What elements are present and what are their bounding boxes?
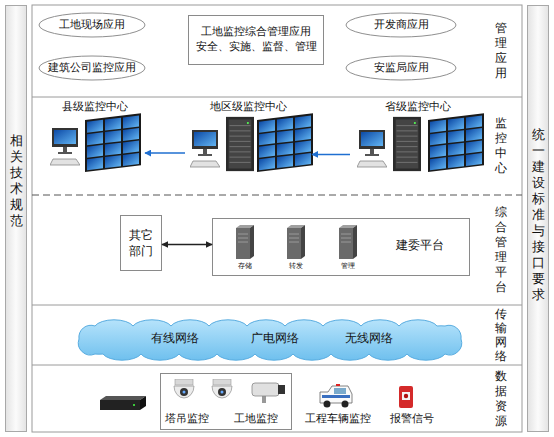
vehicle-icon	[320, 384, 352, 408]
monitor-wall	[257, 113, 313, 172]
layer-band: 传输网络 有线网络 广电网络 无线网络	[32, 305, 522, 365]
node-text: 开发商应用	[374, 18, 429, 33]
node-text: 相关技术规范	[9, 133, 23, 229]
node-text: 工地现场应用	[59, 18, 125, 33]
server-icon	[339, 225, 357, 259]
pc-icon	[357, 130, 387, 167]
rack-icon	[226, 117, 254, 171]
app-box: 工地监控综合管理应用安全、实施、监督、管理	[188, 15, 324, 65]
node-text: 省级监控中心	[350, 100, 485, 113]
app-ellipse: 工地现场应用	[38, 12, 146, 38]
layer-separator	[32, 365, 522, 366]
node-text: 管理应用	[494, 21, 507, 81]
alarm-icon	[399, 386, 413, 408]
flow-arrow	[162, 244, 212, 246]
node-text: 地区级监控中心	[185, 100, 312, 113]
dome-camera-icon	[212, 379, 232, 398]
flow-arrow	[312, 154, 350, 156]
node-text: 综合管理平台	[494, 205, 507, 295]
node-text: 建委平台	[396, 238, 444, 252]
layer-separator	[32, 305, 522, 306]
dept-box: 其它部门	[120, 215, 162, 271]
layer-band: 综合管理平台 其它部门 建委平台	[32, 195, 522, 305]
icon-caption: 转发	[289, 261, 303, 271]
ellipse-outline	[39, 56, 145, 80]
monitor-center: 地区级监控中心	[185, 100, 312, 180]
side-bar: 统一建设标准与接口要求	[527, 5, 549, 432]
node-text: 数据资源	[494, 369, 507, 429]
pc-icon	[50, 128, 80, 165]
ellipse-outline	[346, 56, 456, 80]
server-icon	[236, 225, 254, 259]
server-icon	[287, 225, 305, 259]
icon-caption: 报警信号	[390, 411, 434, 426]
app-ellipse: 开发商应用	[345, 12, 457, 38]
layer-separator	[32, 97, 522, 98]
flow-arrow	[145, 152, 185, 154]
layer-band: 管理应用 工地现场应用 工地监控综合管理应用安全、实施、监督、管理 开发商应用建筑公司…	[32, 5, 522, 97]
node-text: 其它部门	[128, 227, 154, 259]
bullet-camera-icon	[252, 383, 285, 403]
pc-icon	[190, 130, 220, 167]
dvr-icon	[100, 396, 146, 410]
node-text: 统一建设标准与接口要求	[531, 127, 545, 303]
node-text: 塔吊监控	[165, 412, 209, 425]
node-text: 监控中心	[494, 116, 507, 176]
node-text: 无线网络	[345, 331, 393, 345]
rack-icon	[393, 117, 421, 171]
layer-band: 数据资源塔吊监控 工地监控	[32, 365, 522, 432]
icon-caption: 工程车辆监控	[305, 411, 371, 426]
app-ellipse: 建筑公司监控应用	[38, 55, 146, 81]
node-text: 工地监控综合管理应用	[201, 25, 311, 40]
node-text: 有线网络	[151, 331, 199, 345]
ellipse-outline	[39, 13, 145, 37]
monitor-wall	[428, 113, 484, 172]
monitor-center: 县级监控中心	[45, 100, 145, 178]
app-ellipse: 安监局应用	[345, 55, 457, 81]
cloud-outline	[78, 320, 461, 360]
network-cloud: 有线网络 广电网络 无线网络	[65, 318, 475, 360]
node-text: 安全、实施、监督、管理	[196, 40, 317, 55]
dome-camera-icon	[174, 379, 194, 398]
camera-group: 塔吊监控 工地监控	[160, 373, 292, 430]
node-text: 安监局应用	[374, 61, 429, 76]
icon-caption: 存储	[238, 261, 252, 271]
dashed-separator	[32, 195, 522, 196]
monitor-wall	[85, 113, 141, 172]
node-text: 工地监控	[234, 412, 278, 425]
ellipse-outline	[346, 13, 456, 37]
layer-band: 监控中心 县级监控中心 地区级监控中心 省级监控中心	[32, 97, 522, 195]
side-bar: 相关技术规范	[5, 5, 27, 432]
node-text: 传输网络	[494, 307, 507, 363]
node-text: 广电网络	[251, 331, 299, 345]
monitor-center: 省级监控中心	[350, 100, 485, 180]
node-text: 县级监控中心	[45, 100, 145, 113]
icon-caption: 管理	[341, 261, 355, 271]
node-text: 建筑公司监控应用	[48, 61, 136, 76]
frame-border	[32, 5, 522, 432]
